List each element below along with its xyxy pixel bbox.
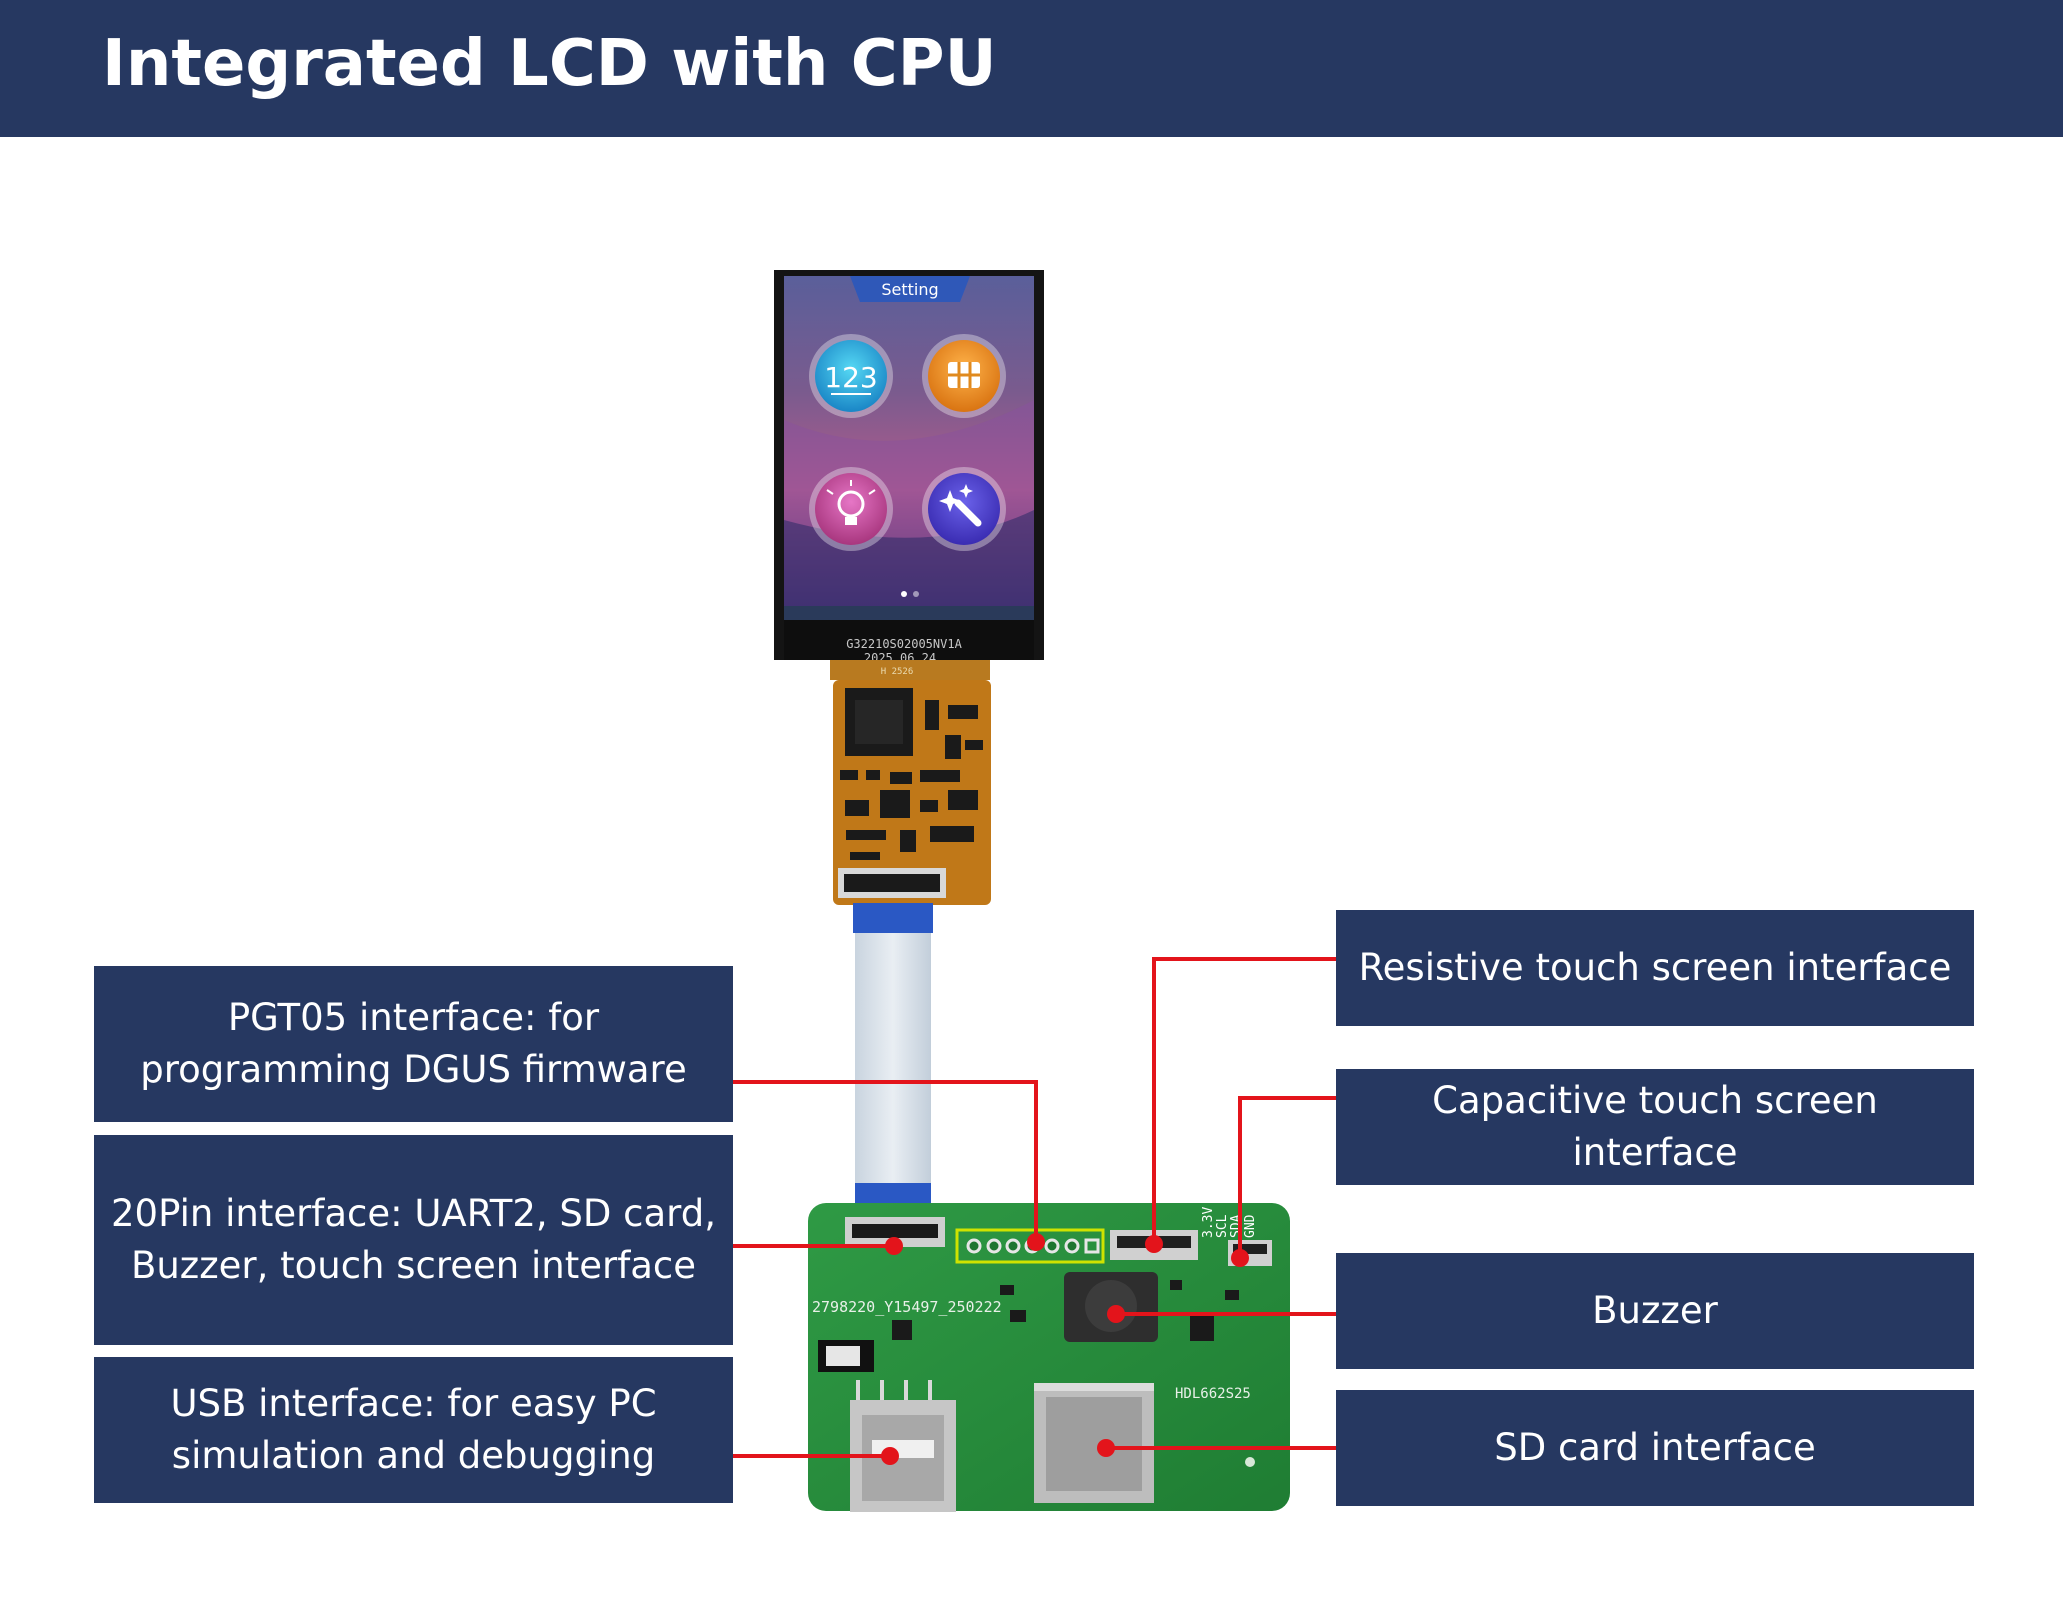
20pin-interface-label: 20Pin interface: UART2, SD card, Buzzer,… (94, 1135, 733, 1345)
driver-board: H 2526 (830, 660, 991, 905)
pin-label-scl: SCL (1215, 1214, 1230, 1238)
ribbon-cable (853, 903, 933, 1213)
keypad-grid-icon (922, 334, 1006, 418)
resistive-touch-label: Resistive touch screen interface (1336, 910, 1974, 1026)
pgt05-interface-label: PGT05 interface: for programming DGUS fi… (94, 966, 733, 1122)
capacitive-touch-label: Capacitive touch screen interface (1336, 1069, 1974, 1185)
callout-dots (881, 1233, 1249, 1465)
pcb-silk-code: 2798220_Y15497_250222 (812, 1298, 1002, 1316)
buzzer-label: Buzzer (1336, 1253, 1974, 1369)
sd-card-slot (1034, 1383, 1154, 1503)
number-input-icon: 123 (809, 334, 893, 418)
sd-card-interface-label: SD card interface (1336, 1390, 1974, 1506)
pin-label-3v3: 3.3V (1201, 1207, 1216, 1238)
magic-wand-icon (922, 467, 1006, 551)
title-banner: Integrated LCD with CPU (0, 0, 2063, 137)
screen-header-label: Setting (881, 280, 938, 299)
pcb-silk-model: HDL662S25 (1175, 1386, 1251, 1402)
lcd-module: Setting 123 (774, 270, 1044, 665)
screen-header-bar (850, 276, 970, 302)
lightbulb-icon (809, 467, 893, 551)
number-icon-label: 123 (824, 361, 877, 394)
page-title: Integrated LCD with CPU (102, 27, 997, 101)
fpc-sub-label: H 2526 (881, 667, 914, 677)
fpc-label: G32210S02005NV1A (846, 637, 962, 651)
pgt05-header (955, 1228, 1105, 1264)
pin-label-gnd: GND (1243, 1214, 1258, 1238)
main-pcb: 3.3V SCL SDA GND 2798220_Y15497_250222 H… (808, 1203, 1290, 1512)
callout-lines (733, 957, 1336, 1458)
usb-interface-label: USB interface: for easy PC simulation an… (94, 1357, 733, 1503)
